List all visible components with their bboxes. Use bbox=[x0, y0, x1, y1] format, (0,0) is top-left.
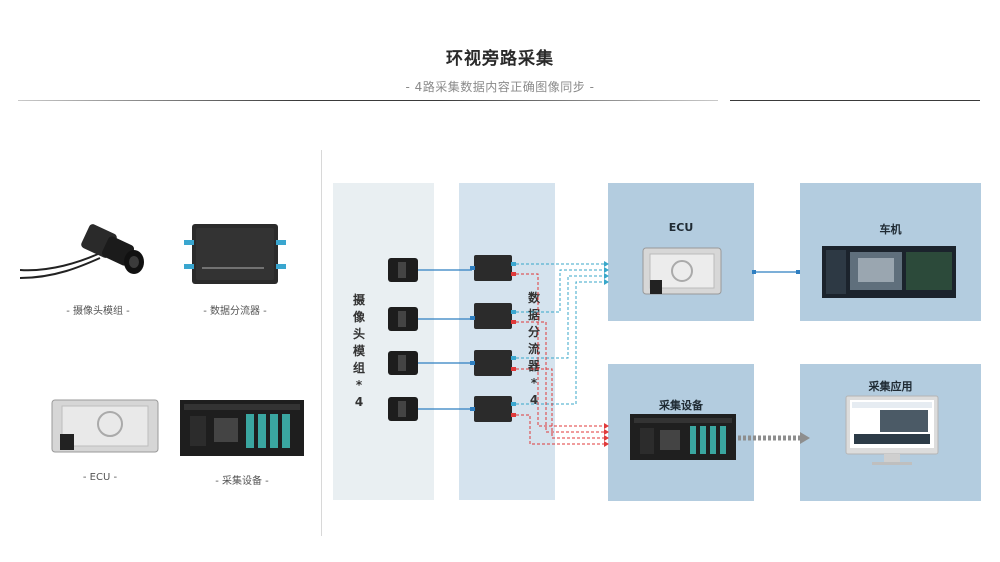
splitter-icon-3 bbox=[470, 350, 516, 376]
collector-caption: - 采集设备 - bbox=[215, 476, 269, 487]
page-subtitle: - 4路采集数据内容正确图像同步 - bbox=[405, 80, 595, 94]
ecu-device bbox=[642, 247, 722, 295]
camera-icon-2 bbox=[388, 307, 418, 331]
camera-module-caption: - 摄像头模组 - bbox=[66, 306, 130, 317]
ecu-caption: - ECU - bbox=[82, 472, 118, 483]
camera-column-panel bbox=[333, 183, 434, 500]
camera-column-label: 摄 像 头 模 组 * 4 bbox=[352, 293, 365, 409]
section-divider bbox=[321, 150, 322, 536]
splitter-icon-2 bbox=[470, 303, 516, 329]
head-unit-screen bbox=[822, 246, 956, 298]
collector-label: 采集设备 bbox=[659, 399, 703, 412]
splitter-icon-1 bbox=[470, 255, 516, 281]
splitter-column-panel bbox=[459, 183, 555, 500]
camera-module-image bbox=[20, 224, 144, 279]
camera-icon-3 bbox=[388, 351, 418, 375]
header-rule-right bbox=[730, 100, 980, 101]
header-rule-left bbox=[18, 100, 718, 101]
monitor-icon bbox=[845, 395, 939, 465]
collector-device bbox=[630, 414, 736, 460]
camera-icon-4 bbox=[388, 397, 418, 421]
camera-icon-1 bbox=[388, 258, 418, 282]
ecu-image bbox=[51, 399, 159, 453]
app-label: 采集应用 bbox=[868, 380, 913, 393]
data-splitter-caption: - 数据分流器 - bbox=[203, 306, 267, 317]
data-splitter-image bbox=[184, 224, 286, 284]
splitter-icon-4 bbox=[470, 396, 516, 422]
splitter-column-label: 数 据 分 流 器 * 4 bbox=[527, 291, 540, 407]
collector-image bbox=[180, 400, 304, 456]
ecu-label: ECU bbox=[668, 221, 694, 234]
page-title: 环视旁路采集 bbox=[446, 49, 554, 69]
head-unit-label: 车机 bbox=[879, 223, 902, 236]
